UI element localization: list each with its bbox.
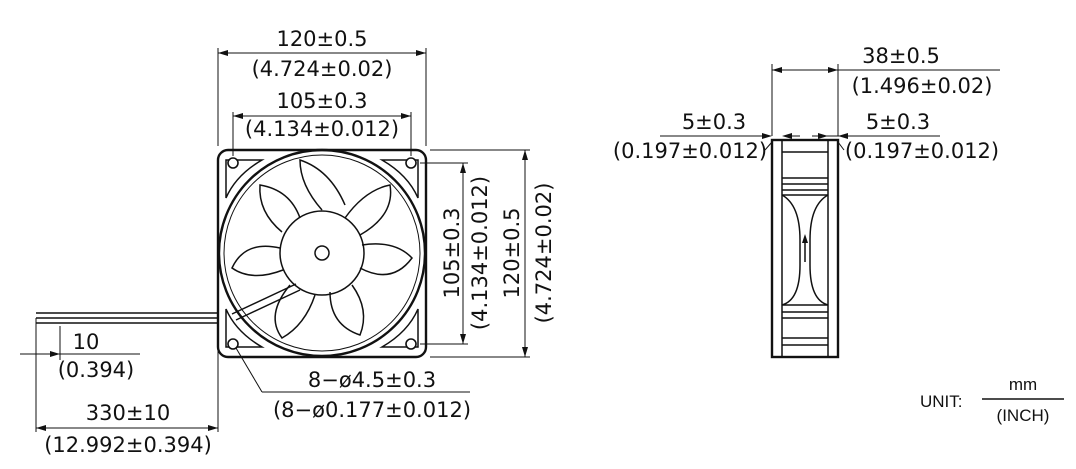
side-arrowheads	[762, 67, 848, 139]
fan-venturi-ring	[217, 148, 427, 358]
flange-left-mm: 5±0.3	[682, 110, 746, 134]
airflow-arrow-icon	[802, 234, 808, 262]
fan-hub-center	[314, 245, 330, 261]
depth-inch: (1.496±0.02)	[852, 74, 993, 98]
wire-strip-inch: (0.394)	[58, 358, 135, 382]
wire-strip-mm: 10	[73, 330, 100, 354]
fan-side-view	[770, 138, 840, 359]
hole-spacing-width-inch: (4.134±0.012)	[245, 117, 399, 141]
mounting-hole-bottom-right	[405, 338, 417, 350]
side-frame-outline	[770, 138, 840, 359]
fan-hub	[279, 210, 365, 296]
mounting-holes-mm: 8−ø4.5±0.3	[308, 368, 436, 392]
overall-height-mm: 120±0.5	[500, 207, 524, 298]
flange-right-inch: (0.197±0.012)	[845, 139, 999, 163]
overall-height-inch: (4.724±0.02)	[532, 183, 556, 324]
fan-front-view	[36, 148, 428, 359]
unit-numerator: mm	[1009, 375, 1037, 394]
lead-wires	[36, 312, 218, 324]
fan-blades	[231, 158, 413, 339]
unit-denominator: (INCH)	[997, 406, 1050, 425]
mounting-hole-top-left	[227, 157, 239, 169]
side-top-bands	[782, 151, 828, 191]
mounting-hole-top-right	[405, 157, 417, 169]
depth-mm: 38±0.5	[862, 44, 940, 68]
wire-lead-path	[231, 283, 301, 321]
unit-note: UNIT: mm (INCH)	[920, 375, 1064, 425]
hole-spacing-height-mm: 105±0.3	[440, 207, 464, 298]
front-arrowheads	[36, 50, 528, 431]
overall-width-mm: 120±0.5	[276, 27, 367, 51]
side-bottom-bands	[782, 311, 828, 346]
flange-left-inch: (0.197±0.012)	[613, 139, 767, 163]
hole-spacing-width-mm: 105±0.3	[276, 89, 367, 113]
side-venturi-profile	[781, 194, 829, 306]
flange-right-mm: 5±0.3	[866, 110, 930, 134]
mounting-holes	[227, 157, 417, 350]
mounting-holes-inch: (8−ø0.177±0.012)	[273, 398, 471, 422]
unit-label: UNIT:	[920, 392, 963, 411]
lead-length-mm: 330±10	[86, 401, 170, 425]
frame-corner-webs	[225, 159, 419, 348]
front-dimension-lines	[20, 48, 530, 432]
fan-venturi-inner-ring	[223, 154, 421, 352]
overall-width-inch: (4.724±0.02)	[252, 57, 393, 81]
hole-spacing-height-inch: (4.134±0.012)	[468, 176, 492, 330]
mounting-hole-bottom-left	[227, 338, 239, 350]
lead-length-inch: (12.992±0.394)	[44, 433, 212, 457]
